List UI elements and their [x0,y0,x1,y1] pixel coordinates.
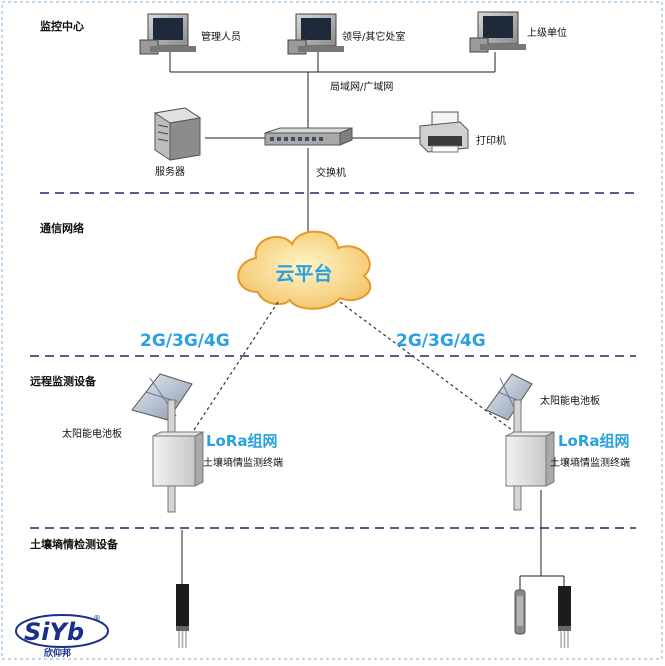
right-terminal-label: 土壤墒情监测终端 [550,456,630,469]
computer-icon [287,13,344,55]
solar-panel-icon [485,373,533,421]
brand-logo-text: SiYb [24,618,84,646]
soil-sensor-icon [176,584,189,648]
left-terminal-label: 土壤墒情监测终端 [203,456,283,469]
label-server: 服务器 [155,165,185,178]
brand-name: 欣仰邦 [44,647,71,659]
switch-icon [264,127,353,146]
terminal-box-icon [505,431,555,487]
printer-icon [419,111,469,153]
soil-sensor-icon [558,586,571,648]
right-solar-label: 太阳能电池板 [540,394,600,407]
link-label-left: 2G/3G/4G [140,331,230,351]
right-sensor-cables [519,490,565,590]
label-admin: 管理人员 [201,30,241,43]
link-label-right: 2G/3G/4G [396,331,486,351]
right-lora-label: LoRa组网 [558,432,630,450]
label-leader: 领导/其它处室 [342,30,405,43]
label-switch: 交换机 [316,166,346,179]
cloud-platform-label: 云平台 [275,262,332,285]
terminal-box-icon [152,431,204,487]
wireless-link-right [339,301,521,437]
section-remote-device: 远程监测设备 [30,374,97,388]
probe-sensor-icon [514,589,526,635]
brand-logo: SiYb ® [15,614,109,648]
solar-panel-icon [131,373,193,421]
label-superior: 上级单位 [527,26,567,39]
label-printer: 打印机 [476,134,506,147]
cloud-icon [237,230,372,310]
computer-icon [139,13,196,55]
lan-lines [169,52,496,240]
server-icon [153,107,202,161]
section-comm-network: 通信网络 [40,221,84,235]
brand-mark: ® [93,614,101,623]
computer-icon [469,11,526,53]
left-solar-label: 太阳能电池板 [62,427,122,440]
label-lan-wan: 局域网/广域网 [330,80,393,93]
section-soil-device: 土壤墒情检测设备 [30,537,119,551]
left-lora-label: LoRa组网 [206,432,278,450]
wireless-link-left [189,301,279,437]
section-monitor-center: 监控中心 [40,19,84,33]
